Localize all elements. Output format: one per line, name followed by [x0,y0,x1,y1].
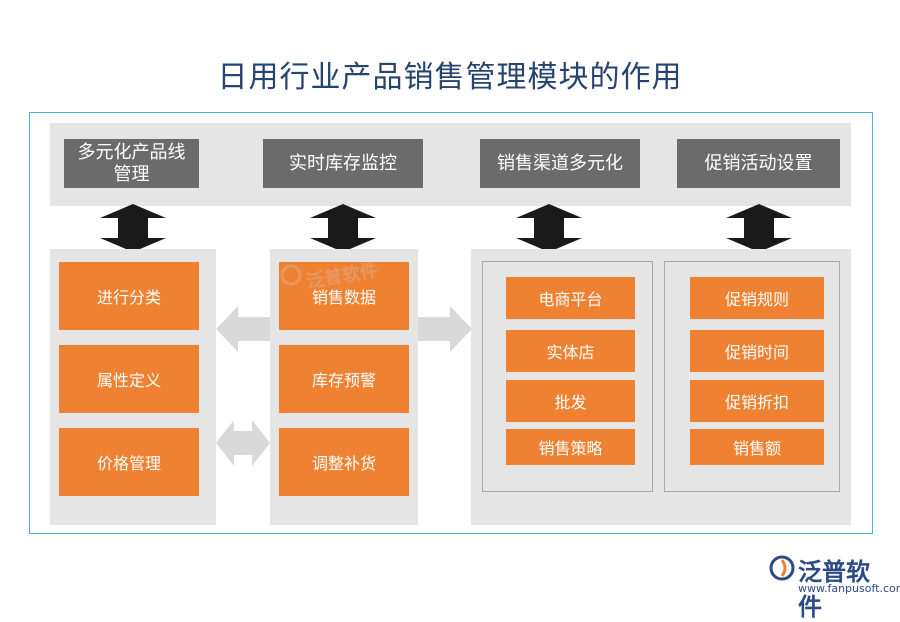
box-inventory-warning: 库存预警 [279,345,409,413]
arrow-left-light [216,306,270,352]
brand-logo: 泛普软件 www.fanpusoft.com [768,552,900,621]
box-promotion-rules: 促销规则 [690,277,824,319]
box-classification: 进行分类 [59,262,199,330]
double-arrow-vertical-1 [100,204,166,252]
box-price-management: 价格管理 [59,428,199,496]
box-physical-store: 实体店 [506,330,635,372]
subpanel-promotions [664,261,840,492]
double-arrow-vertical-3 [516,204,582,252]
box-sales-amount: 销售额 [690,429,824,465]
box-sales-strategy: 销售策略 [506,429,635,465]
watermark-logo-icon [280,264,302,286]
double-arrow-vertical-4 [726,204,792,252]
double-arrow-vertical-2 [310,204,376,252]
header-product-line: 多元化产品线 管理 [64,139,199,188]
arrow-right-light [418,306,472,352]
box-restock-adjustment: 调整补货 [279,428,409,496]
header-product-line-line1: 多元化产品线 [77,141,186,163]
box-attribute-definition: 属性定义 [59,345,199,413]
box-sales-data: 销售数据 [279,262,409,330]
brand-logo-icon [769,555,795,581]
box-wholesale: 批发 [506,380,635,422]
box-ecommerce: 电商平台 [506,277,635,319]
watermark: 泛普软件 [280,260,390,302]
header-inventory-monitor: 实时库存监控 [263,139,423,188]
header-sales-channels: 销售渠道多元化 [480,139,640,188]
brand-logo-url: www.fanpusoft.com [798,582,900,595]
box-promotion-time: 促销时间 [690,330,824,372]
box-promotion-discount: 促销折扣 [690,380,824,422]
subpanel-sales-channels [482,261,653,492]
double-arrow-horizontal-light [216,420,270,466]
header-product-line-line2: 管理 [113,163,150,185]
header-promotion-settings: 促销活动设置 [677,139,840,188]
diagram-frame [29,112,873,534]
page-title: 日用行业产品销售管理模块的作用 [217,60,683,95]
watermark-text: 泛普软件 [304,259,380,294]
